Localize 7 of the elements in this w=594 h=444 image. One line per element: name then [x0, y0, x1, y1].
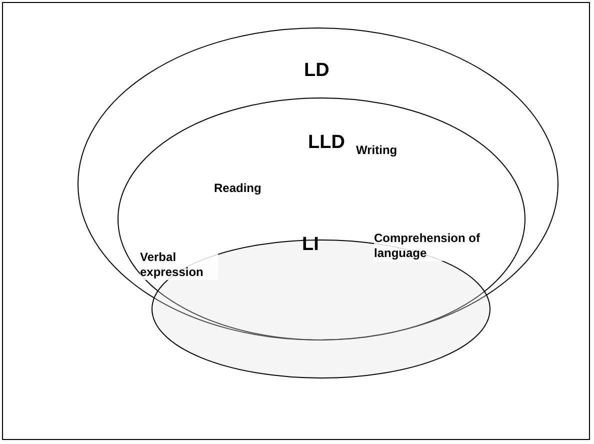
set-name: LLD: [308, 132, 345, 154]
region-label: Comprehension of language: [374, 231, 482, 261]
region-label: Verbal expression: [140, 250, 218, 280]
set-ellipse: [78, 28, 558, 340]
set-name: LI: [302, 234, 319, 256]
set-ellipse: [118, 98, 525, 340]
set-name: LD: [304, 60, 330, 82]
